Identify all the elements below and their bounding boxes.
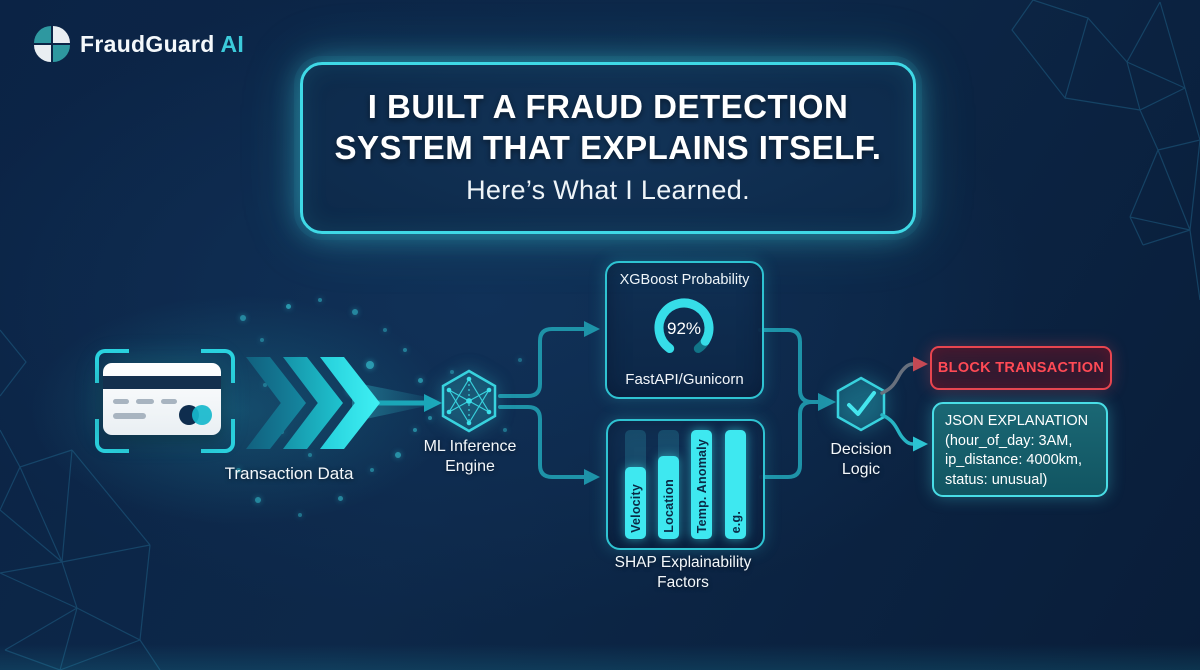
logo: FraudGuard AI: [34, 26, 244, 62]
shap-bar-velocity: Velocity: [625, 467, 646, 539]
shap-bar-eg: e.g.: [725, 430, 746, 539]
json-line-4: status: unusual): [945, 471, 1048, 488]
decision-check-icon: [836, 376, 886, 432]
shap-factors-box: Velocity Location Temp. Anomaly e.g.: [606, 419, 765, 550]
block-transaction-label: BLOCK TRANSACTION: [937, 360, 1105, 376]
arrow-to-shap: [584, 469, 600, 485]
title-line-2: SYSTEM THAT EXPLAINS ITSELF.: [334, 129, 882, 166]
decision-logic-label: Decision Logic: [791, 440, 931, 480]
scan-bracket-top-right-icon: [201, 349, 235, 383]
scan-bracket-top-left-icon: [95, 349, 129, 383]
ml-engine-label-line1: ML Inference: [423, 438, 517, 455]
logo-text: FraudGuard AI: [80, 31, 244, 58]
shap-bar-temp-anomaly: Temp. Anomaly: [691, 430, 712, 539]
ml-engine-icon: [441, 369, 497, 433]
decision-label-line1: Decision: [830, 441, 892, 458]
card-logo-circle-teal: [192, 405, 212, 425]
logo-brand-accent: AI: [220, 30, 245, 57]
shap-caption-line1: SHAP Explainability: [614, 554, 752, 571]
card-name-dash: [113, 413, 146, 419]
xgboost-title: XGBoost Probability: [619, 272, 750, 288]
probability-gauge: 92%: [654, 298, 714, 353]
logo-brand: FraudGuard: [80, 30, 215, 57]
credit-card-icon: [103, 363, 221, 435]
subtitle: Here’s What I Learned.: [466, 175, 750, 205]
engine-split-connectors: [498, 327, 586, 479]
json-line-3: ip_distance: 4000km,: [945, 452, 1083, 468]
bar-label: Velocity: [628, 484, 643, 533]
card-magnetic-stripe: [103, 376, 221, 389]
block-transaction-box: BLOCK TRANSACTION: [930, 346, 1112, 390]
shap-bar-slot: e.g.: [725, 430, 746, 539]
logo-pinwheel-icon: [34, 26, 70, 62]
ml-engine-label-line2: Engine: [445, 458, 495, 475]
title-banner: I BUILT A FRAUD DETECTION SYSTEM THAT EX…: [300, 62, 916, 234]
bar-label: Location: [661, 479, 676, 533]
title-line-1: I BUILT A FRAUD DETECTION: [367, 88, 849, 125]
arrow-to-json: [880, 413, 928, 452]
ml-engine-label: ML Inference Engine: [400, 437, 540, 477]
mesh-top-right: [1011, 0, 1200, 301]
probability-value: 92%: [667, 319, 701, 338]
xgboost-footer: FastAPI/Gunicorn: [625, 371, 744, 388]
json-line-1: JSON EXPLANATION: [945, 413, 1089, 429]
arrow-to-decision: [818, 393, 836, 411]
xgboost-probability-box: XGBoost Probability 92% FastAPI/Gunicorn: [605, 261, 764, 399]
shap-bar-slot: Temp. Anomaly: [691, 430, 712, 539]
arrow-to-xgboost: [584, 321, 600, 337]
json-line-2: (hour_of_day: 3AM,: [945, 432, 1073, 449]
shap-bar-location: Location: [658, 456, 679, 539]
shap-bar-slot: Velocity: [625, 430, 646, 539]
scan-bracket-bottom-left-icon: [95, 419, 129, 453]
shap-caption: SHAP Explainability Factors: [593, 553, 773, 593]
scan-bracket-bottom-right-icon: [201, 419, 235, 453]
decision-label-line2: Logic: [841, 461, 881, 478]
merge-connectors: [758, 328, 820, 479]
card-number-dash: [113, 399, 129, 404]
bar-label: e.g.: [728, 510, 743, 533]
shap-caption-line2: Factors: [657, 574, 709, 591]
card-number-dash: [136, 399, 154, 404]
shap-bar-slot: Location: [658, 430, 679, 539]
card-number-dash: [161, 399, 177, 404]
bar-label: Temp. Anomaly: [694, 438, 709, 533]
json-explanation-box: JSON EXPLANATION (hour_of_day: 3AM, ip_d…: [932, 402, 1108, 497]
transaction-data-label: Transaction Data: [224, 464, 354, 483]
arrow-to-block: [880, 356, 928, 395]
mesh-bottom-left: [0, 329, 161, 670]
